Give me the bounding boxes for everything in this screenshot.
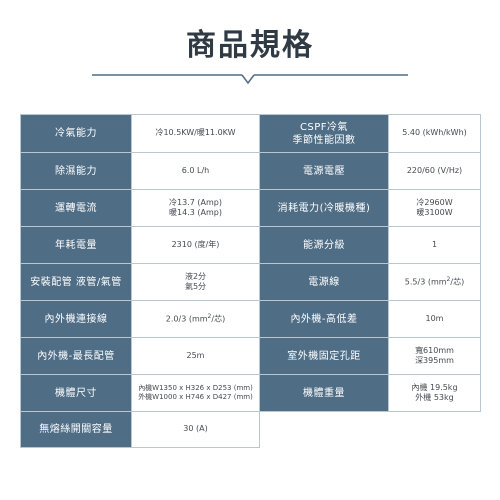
spec-value-text: /芯): [450, 277, 465, 287]
spec-value-text: 5.5/3 (mm: [404, 277, 447, 287]
spec-value: 寬610mm 深395mm: [388, 337, 481, 375]
table-row: 機體尺寸 內機W1350 x H326 x D253 (mm) 外機W1000 …: [20, 374, 481, 412]
table-row: 除濕能力 6.0 L/h 電源電壓 220/60 (V/Hz): [20, 152, 481, 190]
title-divider: [92, 74, 408, 85]
table-row: 年耗電量 2310 (度/年) 能源分級 1: [20, 226, 481, 264]
spec-value: 5.5/3 (mm2/芯): [388, 263, 481, 301]
spec-value: 220/60 (V/Hz): [388, 152, 481, 190]
spec-label: 能源分級: [259, 226, 389, 264]
spec-label: 除濕能力: [20, 152, 132, 190]
spec-label: 消耗電力(冷暖機種): [259, 189, 389, 227]
spec-label: 運轉電流: [20, 189, 132, 227]
spec-label: 室外機固定孔距: [259, 337, 389, 375]
spec-label: 機體重量: [259, 374, 389, 412]
spec-label: 內外機-高低差: [259, 300, 389, 338]
spec-value: 內機W1350 x H326 x D253 (mm) 外機W1000 x H74…: [131, 374, 260, 412]
spec-label: 無熔絲開關容量: [20, 411, 132, 448]
spec-value: 5.40 (kWh/kWh): [388, 114, 481, 153]
spec-value: 2310 (度/年): [131, 226, 260, 264]
spec-value-superscript: 2: [207, 312, 212, 320]
spec-value: 25m: [131, 337, 260, 375]
spec-value: 內機 19.5kg 外機 53kg: [388, 374, 481, 412]
spec-value: 10m: [388, 300, 481, 338]
spec-value-text: /芯): [211, 314, 226, 324]
spec-label: 安裝配管 液管/氣管: [20, 263, 132, 301]
spec-label: 電源線: [259, 263, 389, 301]
spec-label: 電源電壓: [259, 152, 389, 190]
table-row: 內外機連接線 2.0/3 (mm2/芯) 內外機-高低差 10m: [20, 300, 481, 338]
spec-value: 30 (A): [131, 411, 260, 448]
spec-value-superscript: 2: [446, 275, 451, 283]
spec-value: 6.0 L/h: [131, 152, 260, 190]
empty-cell: [260, 412, 389, 448]
spec-label: 年耗電量: [20, 226, 132, 264]
spec-table: 冷氣能力 冷10.5KW/暖11.0KW CSPF冷氣 季節性能因數 5.40 …: [20, 114, 481, 448]
spec-value: 冷10.5KW/暖11.0KW: [131, 114, 260, 153]
page-title: 商品規格: [186, 28, 314, 63]
spec-value-text: 2.0/3 (mm: [165, 314, 208, 324]
table-row: 內外機-最長配管 25m 室外機固定孔距 寬610mm 深395mm: [20, 337, 481, 375]
spec-label: CSPF冷氣 季節性能因數: [259, 114, 389, 153]
spec-label: 內外機連接線: [20, 300, 132, 338]
spec-label: 內外機-最長配管: [20, 337, 132, 375]
table-row: 安裝配管 液管/氣管 液2分 氣5分 電源線 5.5/3 (mm2/芯): [20, 263, 481, 301]
spec-value: 冷13.7 (Amp) 暖14.3 (Amp): [131, 189, 260, 227]
table-row: 冷氣能力 冷10.5KW/暖11.0KW CSPF冷氣 季節性能因數 5.40 …: [20, 114, 481, 153]
spec-value: 液2分 氣5分: [131, 263, 260, 301]
table-row: 無熔絲開關容量 30 (A): [20, 411, 481, 448]
spec-label: 機體尺寸: [20, 374, 132, 412]
table-row: 運轉電流 冷13.7 (Amp) 暖14.3 (Amp) 消耗電力(冷暖機種) …: [20, 189, 481, 227]
spec-value: 1: [388, 226, 481, 264]
spec-label: 冷氣能力: [20, 114, 132, 153]
empty-cell: [389, 412, 481, 448]
spec-value: 2.0/3 (mm2/芯): [131, 300, 260, 338]
spec-value: 冷2960W 暖3100W: [388, 189, 481, 227]
